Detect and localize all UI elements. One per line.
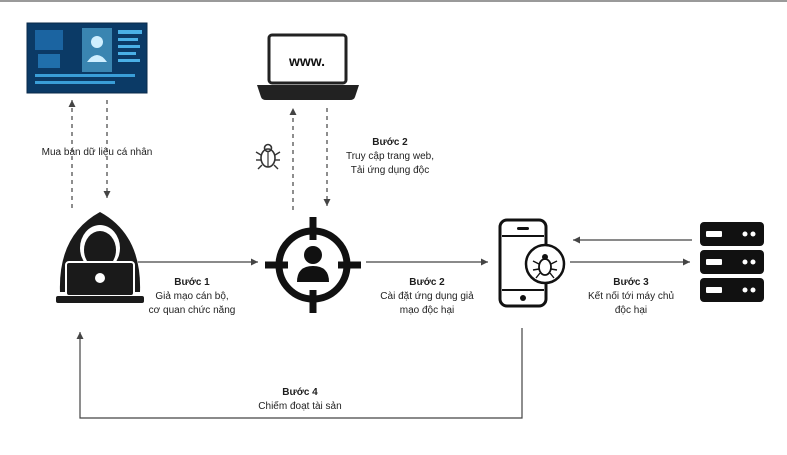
- hacker-icon: [56, 212, 144, 303]
- label-step1: Bước 1 Giả mạo cán bộ, cơ quan chức năng: [148, 277, 236, 316]
- arrow-step4-return: [76, 328, 523, 419]
- label-step2-install: Bước 2 Cài đặt ứng dụng giả mạo độc hại: [380, 277, 474, 316]
- laptop-screen-text: www.: [288, 53, 325, 69]
- website-laptop-icon: www.: [257, 33, 359, 100]
- phone-malware-icon: [498, 218, 566, 308]
- personal-data-image: [26, 22, 148, 94]
- target-victim-icon: [265, 217, 361, 313]
- label-step3: Bước 3 Kết nối tới máy chủ độc hại: [587, 277, 675, 316]
- label-step4: Bước 4 Chiếm đoạt tài sản: [258, 387, 342, 412]
- label-step2-website: Bước 2 Truy cập trang web, Tải ứng dụng …: [345, 137, 434, 176]
- malware-bug-icon-small: [255, 143, 281, 170]
- malicious-server-icon: [700, 222, 764, 302]
- top-border: [0, 0, 787, 2]
- label-data-trade: Mua bán dữ liệu cá nhân: [41, 147, 153, 158]
